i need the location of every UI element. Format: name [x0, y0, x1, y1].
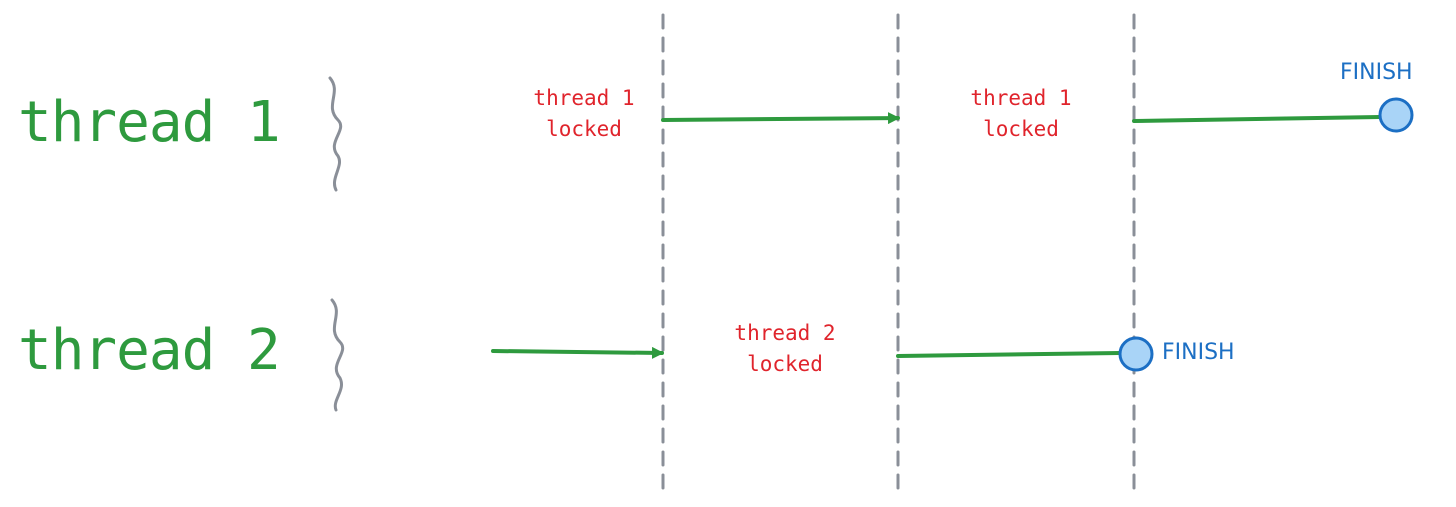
thread-1-finish-point	[1378, 97, 1414, 133]
lock-label-line-1: thread 1	[533, 86, 635, 110]
thread-2-finish-segment	[896, 351, 1122, 358]
lock-label-thread-2: thread 2 locked	[717, 318, 853, 380]
thread-2-arrow-segment	[491, 346, 664, 359]
lock-label-line-1: thread 1	[970, 86, 1072, 110]
lock-label-line-2: locked	[546, 117, 622, 141]
lock-label-line-1: thread 2	[734, 321, 836, 345]
thread-1-brace	[328, 76, 343, 192]
thread-1-finish-label: FINISH	[1340, 60, 1413, 85]
thread-1-label: thread 1	[18, 90, 281, 155]
thread-2-finish-point	[1118, 336, 1154, 372]
thread-1-finish-segment	[1132, 115, 1382, 123]
lock-label-line-2: locked	[983, 117, 1059, 141]
thread-1-arrow-segment	[661, 112, 900, 125]
thread-2-brace	[330, 298, 345, 412]
lock-label-thread-1-first: thread 1 locked	[516, 83, 652, 145]
thread-2-label: thread 2	[18, 318, 281, 383]
thread-2-finish-label: FINISH	[1162, 340, 1235, 365]
lock-label-line-2: locked	[747, 352, 823, 376]
lock-label-thread-1-second: thread 1 locked	[953, 83, 1089, 145]
